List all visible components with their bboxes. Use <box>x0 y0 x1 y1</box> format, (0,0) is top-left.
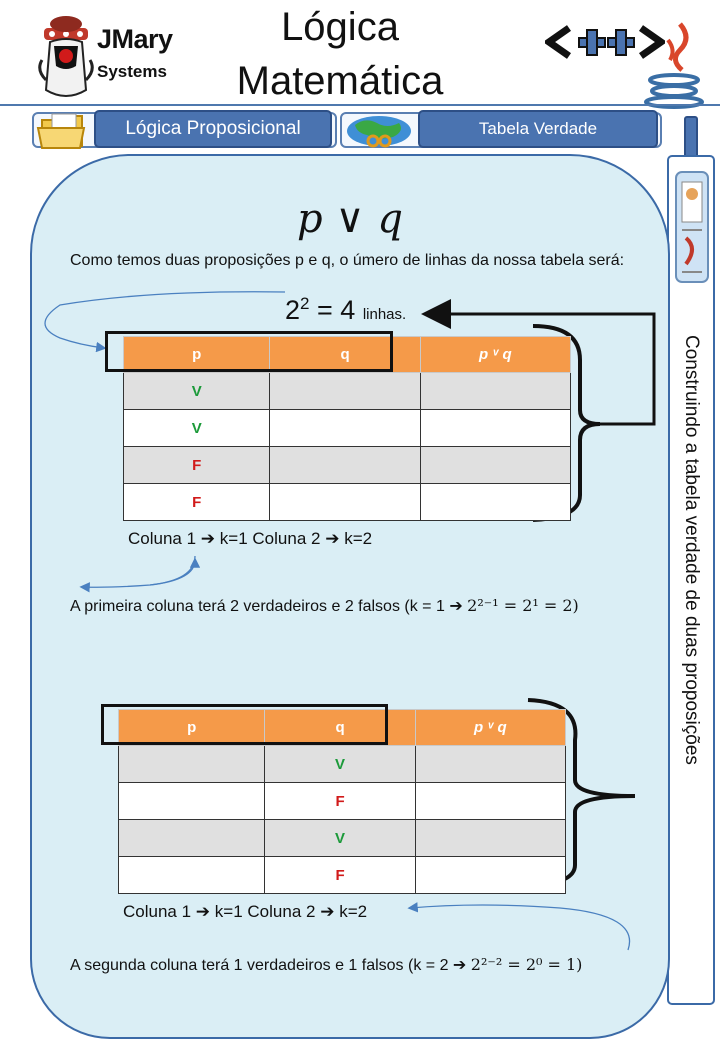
table1-p-cell: V <box>122 409 271 447</box>
table2-p-cell <box>117 745 266 783</box>
row-count-base: 2 <box>285 295 301 325</box>
table1-q-cell <box>269 483 421 521</box>
k2-label: k=2 <box>339 902 368 921</box>
newspaper-icon <box>672 168 712 286</box>
table-row: F <box>122 446 572 484</box>
explain-2: A segunda coluna terá 1 verdadeiros e 1 … <box>70 953 640 977</box>
side-panel <box>667 155 715 1005</box>
table2-p-cell <box>117 856 266 894</box>
tab-logica-proposicional[interactable]: Lógica Proposicional <box>94 110 332 148</box>
arrow-to-p-header <box>44 291 286 353</box>
table1-header-pq: p ᵛ q <box>419 336 572 373</box>
table2-pq-cell <box>414 856 567 894</box>
table-row: V <box>117 819 567 857</box>
table1-pq-cell <box>419 372 572 410</box>
row-count-eq: = 4 <box>317 295 356 325</box>
row-count-formula: 22 = 4 linhas. <box>285 294 406 326</box>
truth-table-1: p q p ᵛ q V V F F <box>122 336 572 521</box>
table1-q-cell <box>269 446 421 484</box>
col2-label: Coluna 2 <box>247 902 316 921</box>
table-row: V <box>122 372 572 410</box>
col1-label: Coluna 1 <box>128 529 197 548</box>
table2-p-cell <box>117 819 266 857</box>
arrow-col1-up <box>149 557 201 586</box>
brand-subtitle: Systems <box>97 62 167 81</box>
code-brackets-icon <box>542 25 668 59</box>
table1-column-labels: Coluna 1 ➔ k=1 Coluna 2 ➔ k=2 <box>128 529 372 549</box>
row-count-exp: 2 <box>300 294 310 313</box>
table1-pq-cell <box>419 409 572 447</box>
intro-text: Como temos duas proposições p e q, o úme… <box>70 252 625 269</box>
table1-p-cell: F <box>122 483 271 521</box>
k1-label: k=1 <box>219 529 248 548</box>
table2-q-cell: F <box>264 782 416 820</box>
main-formula: p ∨ q <box>297 196 403 242</box>
table1-p-cell: F <box>122 446 271 484</box>
table2-column-labels: Coluna 1 ➔ k=1 Coluna 2 ➔ k=2 <box>123 902 367 922</box>
col1-label: Coluna 1 <box>123 902 192 921</box>
table2-header-pq: p ᵛ q <box>414 709 567 746</box>
brand-name: JMary <box>97 24 173 54</box>
arrow-right-icon: ➔ <box>325 529 340 548</box>
table2-header-q: q <box>264 709 416 746</box>
arrow-right-icon: ➔ <box>452 957 467 974</box>
table-row: F <box>117 782 567 820</box>
header-divider <box>0 104 720 106</box>
truth-table-2: p q p ᵛ q V F V F <box>117 709 567 894</box>
globe-icon <box>343 111 415 151</box>
table1-pq-cell <box>419 446 572 484</box>
java-cup-icon <box>644 22 704 109</box>
page-title-line1: Lógica <box>281 5 399 49</box>
table-row: F <box>122 483 572 521</box>
table2-pq-cell <box>414 782 567 820</box>
page-title-line2: Matemática <box>236 59 444 103</box>
col2-label: Coluna 2 <box>252 529 321 548</box>
arrow-right-icon: ➔ <box>195 902 211 921</box>
arrow-to-row-count <box>421 299 656 426</box>
row-count-unit: linhas. <box>362 306 407 323</box>
k1-label: k=1 <box>214 902 243 921</box>
table1-q-cell <box>269 409 421 447</box>
jmary-logo <box>36 10 96 102</box>
side-caption: Construindo a tabela verdade de duas pro… <box>681 335 702 765</box>
table2-p-cell <box>117 782 266 820</box>
folder-icon <box>36 110 92 152</box>
arrow-col1-explain <box>79 555 196 593</box>
table2-pq-cell <box>414 745 567 783</box>
table1-header-p: p <box>122 336 271 373</box>
arrow-col2-explain <box>407 902 631 951</box>
arrow-right-icon: ➔ <box>449 598 463 615</box>
explain-1: A primeira coluna terá 2 verdadeiros e 2… <box>70 594 640 618</box>
arrow-right-icon: ➔ <box>200 529 216 548</box>
explain2-math: 2²⁻² = 2⁰ = 1) <box>470 955 583 974</box>
table2-q-cell: V <box>264 745 416 783</box>
mascot-icon <box>38 16 94 97</box>
highlight-box-pq-2 <box>101 704 388 745</box>
k2-label: k=2 <box>344 529 373 548</box>
table2-header-row: p q p ᵛ q <box>117 709 567 746</box>
arrow-right-icon: ➔ <box>320 902 335 921</box>
table1-p-cell: V <box>122 372 271 410</box>
table2-q-cell: F <box>264 856 416 894</box>
table1-header-q: q <box>269 336 421 373</box>
explain1-text: A primeira coluna terá 2 verdadeiros e 2… <box>70 598 445 615</box>
table2-q-cell: V <box>264 819 416 857</box>
table-row: V <box>122 409 572 447</box>
brace-table2 <box>527 698 636 888</box>
explain2-text: A segunda coluna terá 1 verdadeiros e 1 … <box>70 957 449 974</box>
highlight-box-pq-1 <box>105 331 393 372</box>
table2-pq-cell <box>414 819 567 857</box>
table1-q-cell <box>269 372 421 410</box>
java-logo <box>640 20 710 110</box>
table-row: V <box>117 745 567 783</box>
cpp-logo <box>542 22 668 62</box>
table2-header-p: p <box>117 709 266 746</box>
tab-tabela-verdade[interactable]: Tabela Verdade <box>418 110 658 148</box>
explain1-math: 2²⁻¹ = 2¹ = 2) <box>467 596 579 615</box>
table1-pq-cell <box>419 483 572 521</box>
table-row: F <box>117 856 567 894</box>
